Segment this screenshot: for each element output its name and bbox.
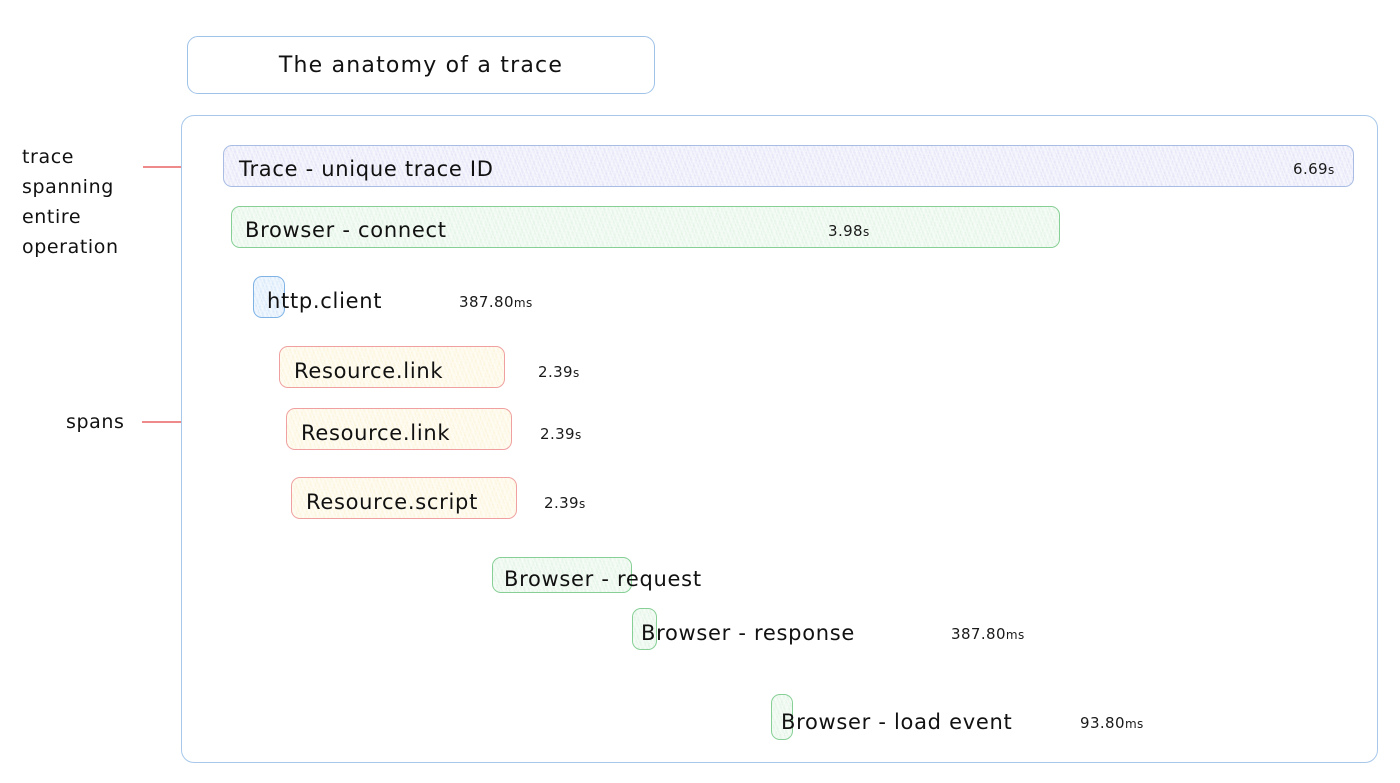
span-label-resource-script: Resource.script — [306, 490, 478, 514]
span-bar-trace-root[interactable] — [223, 145, 1354, 187]
span-bar-browser-request[interactable] — [492, 557, 632, 593]
span-bar-resource-link-1[interactable] — [279, 346, 505, 388]
span-duration-value-browser-connect: 3.98 — [828, 222, 863, 240]
span-label-browser-connect: Browser - connect — [245, 218, 447, 242]
span-label-http-client: http.client — [267, 289, 383, 313]
diagram-title-card: The anatomy of a trace — [187, 36, 655, 94]
span-duration-unit-resource-link-2: s — [575, 428, 582, 442]
page-title: The anatomy of a trace — [278, 52, 564, 78]
span-label-browser-response: Browser - response — [641, 621, 856, 645]
span-duration-browser-response: 387.80ms — [951, 627, 1025, 642]
span-duration-unit-resource-link-1: s — [573, 366, 580, 380]
span-duration-browser-load-event: 93.80ms — [1080, 716, 1144, 731]
trace-annotation-label: trace spanning entire operation — [22, 146, 119, 258]
span-bar-browser-connect[interactable] — [231, 206, 1060, 248]
span-bar-resource-script[interactable] — [291, 477, 517, 519]
span-label-resource-link-2: Resource.link — [301, 421, 451, 445]
spans-annotation-connector — [142, 421, 212, 423]
span-duration-value-resource-script: 2.39 — [544, 494, 579, 512]
span-bar-resource-link-2[interactable] — [286, 408, 512, 450]
span-label-browser-load-event: Browser - load event — [781, 710, 1013, 734]
span-label-resource-link-1: Resource.link — [294, 359, 444, 383]
span-duration-unit-resource-script: s — [579, 497, 586, 511]
span-bar-browser-load-event[interactable] — [771, 694, 793, 740]
span-duration-value-resource-link-2: 2.39 — [540, 425, 575, 443]
span-duration-value-http-client: 387.80 — [459, 293, 514, 311]
span-duration-trace-root: 6.69s — [1293, 162, 1335, 177]
trace-annotation-connector — [143, 166, 205, 168]
spans-annotation-label: spans — [66, 411, 125, 433]
span-duration-unit-trace-root: s — [1328, 163, 1335, 177]
span-duration-value-trace-root: 6.69 — [1293, 160, 1328, 178]
span-duration-unit-browser-connect: s — [863, 225, 870, 239]
span-duration-unit-browser-load-event: ms — [1124, 717, 1144, 731]
span-duration-value-resource-link-1: 2.39 — [538, 363, 573, 381]
span-duration-value-browser-response: 387.80 — [951, 625, 1006, 643]
span-duration-unit-browser-response: ms — [1005, 628, 1025, 642]
span-label-trace-root: Trace - unique trace ID — [239, 157, 494, 181]
span-label-browser-request: Browser - request — [504, 567, 702, 591]
span-duration-unit-http-client: ms — [513, 296, 533, 310]
span-bar-http-client[interactable] — [253, 276, 285, 318]
span-duration-http-client: 387.80ms — [459, 295, 533, 310]
span-bar-browser-response[interactable] — [632, 608, 657, 650]
span-duration-browser-connect: 3.98s — [828, 224, 870, 239]
span-duration-resource-link-1: 2.39s — [538, 365, 580, 380]
span-duration-value-browser-load-event: 93.80 — [1080, 714, 1125, 732]
span-duration-resource-link-2: 2.39s — [540, 427, 582, 442]
trace-waterfall-container: Trace - unique trace ID 6.69s Browser - … — [181, 115, 1378, 763]
span-duration-resource-script: 2.39s — [544, 496, 586, 511]
